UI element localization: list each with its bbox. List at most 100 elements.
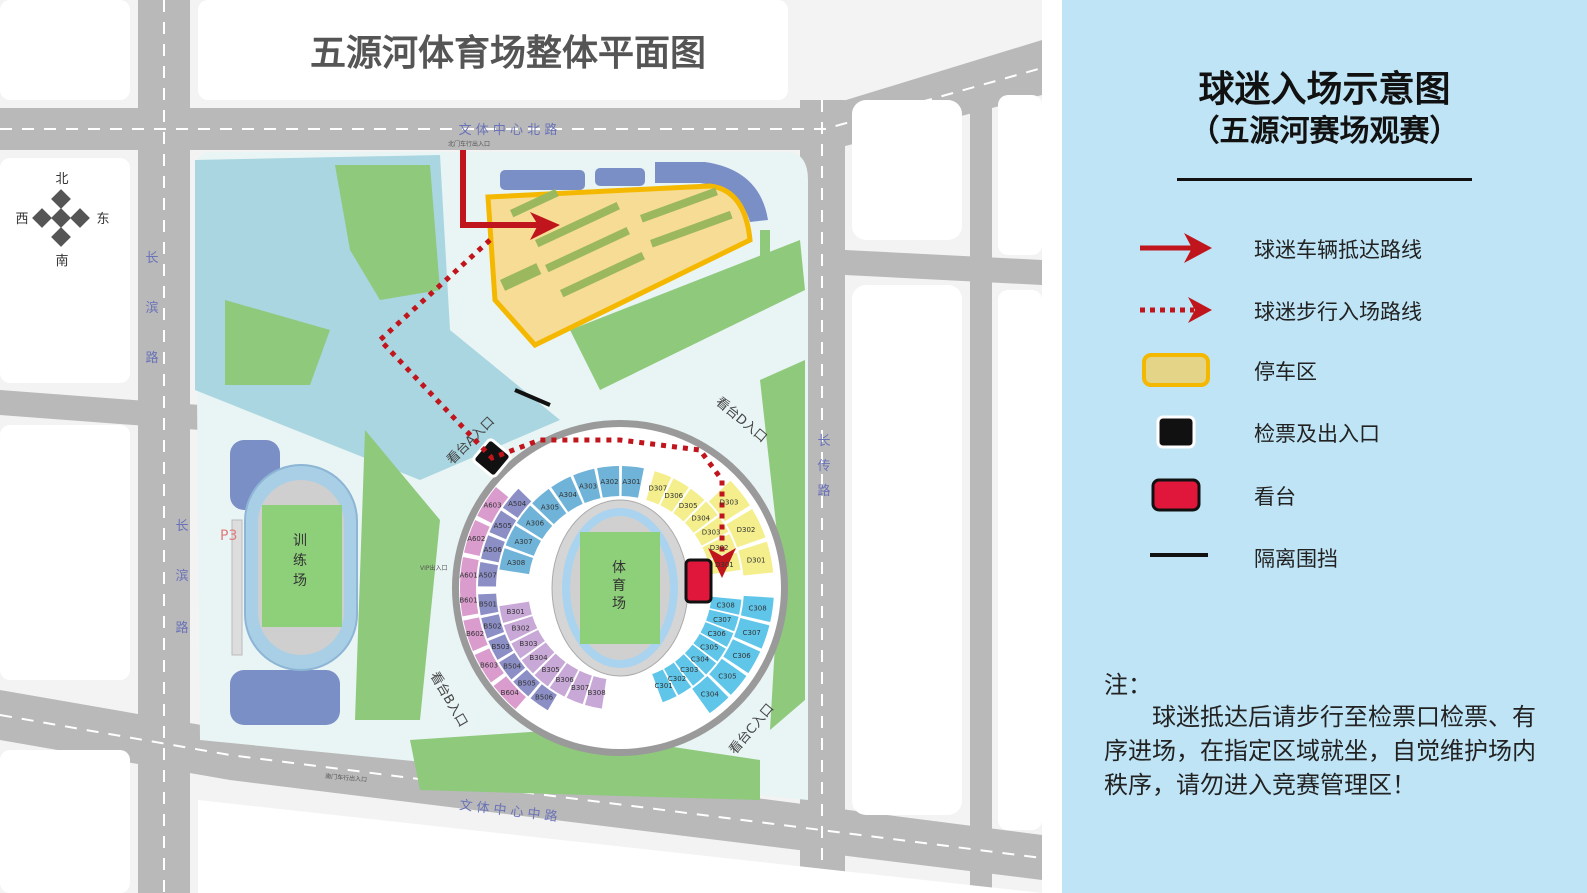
seating-section <box>652 669 677 703</box>
note-body: 球迷抵达后请步行至检票口检票、有序进场，在指定区域就坐，自觉维护场内秩序，请勿进… <box>1104 703 1536 799</box>
seating-section <box>708 480 750 522</box>
road-label-west-1: 长 <box>145 251 158 266</box>
seating-section <box>502 488 532 518</box>
seating-section <box>477 486 509 523</box>
seating-section-label: B501 <box>479 600 497 608</box>
parking-p3-label: P3 <box>220 528 237 544</box>
panel-title: 球迷入场示意图 <box>1198 69 1451 110</box>
compass-east: 东 <box>96 212 109 227</box>
seating-section-label: A303 <box>579 482 597 490</box>
compass-north: 北 <box>55 172 68 187</box>
north-buildings <box>500 162 768 222</box>
stadium-field <box>580 532 660 644</box>
legend-label: 看台 <box>1254 485 1296 509</box>
road-label-west-5: 滨 <box>175 568 188 584</box>
seating-section <box>534 653 566 687</box>
seating-section-label: B306 <box>556 676 575 684</box>
vehicle-route-arrowhead <box>530 212 560 240</box>
seating-section-label: D302 <box>710 544 729 552</box>
legend-label: 停车区 <box>1254 360 1317 384</box>
seating-section <box>532 488 567 525</box>
seating-section-label: B305 <box>542 666 560 674</box>
road-label-west-3: 路 <box>145 350 158 366</box>
seating-section <box>706 609 739 632</box>
road-label-east-2: 传 <box>817 459 830 474</box>
seating-section-label: A504 <box>508 500 527 508</box>
seating-section-label: A507 <box>479 571 497 579</box>
stand-icon <box>1151 478 1201 512</box>
training-label-3: 场 <box>293 573 307 589</box>
seating-section <box>463 617 488 652</box>
seating-section-label: B603 <box>480 662 498 670</box>
seating-section <box>511 629 545 659</box>
seating-section-label: C305 <box>718 673 736 681</box>
seating-section <box>675 654 705 686</box>
seating-section <box>726 508 766 548</box>
legend-item-vehicle-route: 球迷车辆抵达路线 <box>1132 228 1552 268</box>
parking-rows <box>500 187 733 298</box>
seating-section <box>740 595 774 623</box>
seating-section-label: A308 <box>507 559 525 567</box>
seating-section-label: A301 <box>622 478 640 486</box>
seating-section <box>488 634 514 660</box>
seating-section-label: B303 <box>519 640 537 648</box>
north-gate-label: 北门车行出入口 <box>448 140 490 148</box>
seating-section-label: B602 <box>466 630 484 638</box>
seating-section-label: C302 <box>668 675 686 683</box>
road-label-west-6: 路 <box>175 620 188 636</box>
seating-section-label: D305 <box>679 502 698 510</box>
seating-section-label: C307 <box>743 629 761 637</box>
ticket-gate-icon <box>1156 415 1196 449</box>
seating-section <box>700 622 734 647</box>
seating-section-label: A307 <box>514 538 532 546</box>
seating-section <box>516 505 553 539</box>
vehicle-route <box>460 150 540 228</box>
seating-section <box>694 516 729 546</box>
seating-section-label: A603 <box>483 502 501 510</box>
seating-section-label: A305 <box>541 504 559 512</box>
seating-section-label: B601 <box>459 596 477 604</box>
road-label-west-2: 滨 <box>145 300 158 316</box>
map-title: 五源河体育场整体平面图 <box>310 33 706 74</box>
seating-section <box>530 684 557 711</box>
seating-section-label: B302 <box>512 624 530 632</box>
seating-section-label: C304 <box>701 691 720 699</box>
seating-section-label: B502 <box>483 622 501 630</box>
training-label-2: 练 <box>293 553 307 569</box>
legend-panel: 球迷入场示意图 （五源河赛场观赛） 球迷车辆抵达路线 球迷步行入场路线 停车区 … <box>1062 0 1587 893</box>
seating-section-label: B308 <box>588 689 606 697</box>
stadium-label-1: 体 <box>612 560 626 576</box>
seating-sections <box>460 466 774 714</box>
legend-label: 球迷车辆抵达路线 <box>1254 238 1422 262</box>
vip-gate-label: VIP出入口 <box>420 564 448 572</box>
seating-section <box>709 596 742 615</box>
note-title: 注： <box>1104 671 1152 699</box>
seating-section-label: A306 <box>526 520 545 528</box>
seating-section-label: A506 <box>484 546 503 554</box>
legend-label: 检票及出入口 <box>1254 422 1380 446</box>
seating-section-label: B505 <box>518 679 536 687</box>
legend-item-barrier: 隔离围挡 <box>1132 537 1552 577</box>
seating-section-label: B506 <box>535 694 554 702</box>
seating-section-label: A304 <box>559 491 578 499</box>
seating-section <box>684 501 718 533</box>
legend-item-stand: 看台 <box>1132 475 1552 515</box>
seating-section-label: C305 <box>700 643 718 651</box>
seating-section-label: D301 <box>715 561 734 569</box>
seating-section <box>499 652 526 680</box>
compass-west: 西 <box>15 212 28 227</box>
seating-section <box>474 648 504 683</box>
seating-section <box>693 633 726 662</box>
seating-section-label: C303 <box>680 666 698 674</box>
seating-section <box>692 676 729 714</box>
seating-section <box>499 601 532 624</box>
seating-section-label: B504 <box>503 662 522 670</box>
walking-route-arrowhead <box>708 548 736 578</box>
seating-section <box>499 548 534 575</box>
stadium-label-3: 场 <box>612 596 626 612</box>
stand-marker <box>684 558 713 604</box>
red-arrow-icon <box>1140 233 1212 263</box>
seating-section <box>551 476 583 512</box>
main-stadium <box>452 420 788 756</box>
seating-section <box>723 639 761 674</box>
